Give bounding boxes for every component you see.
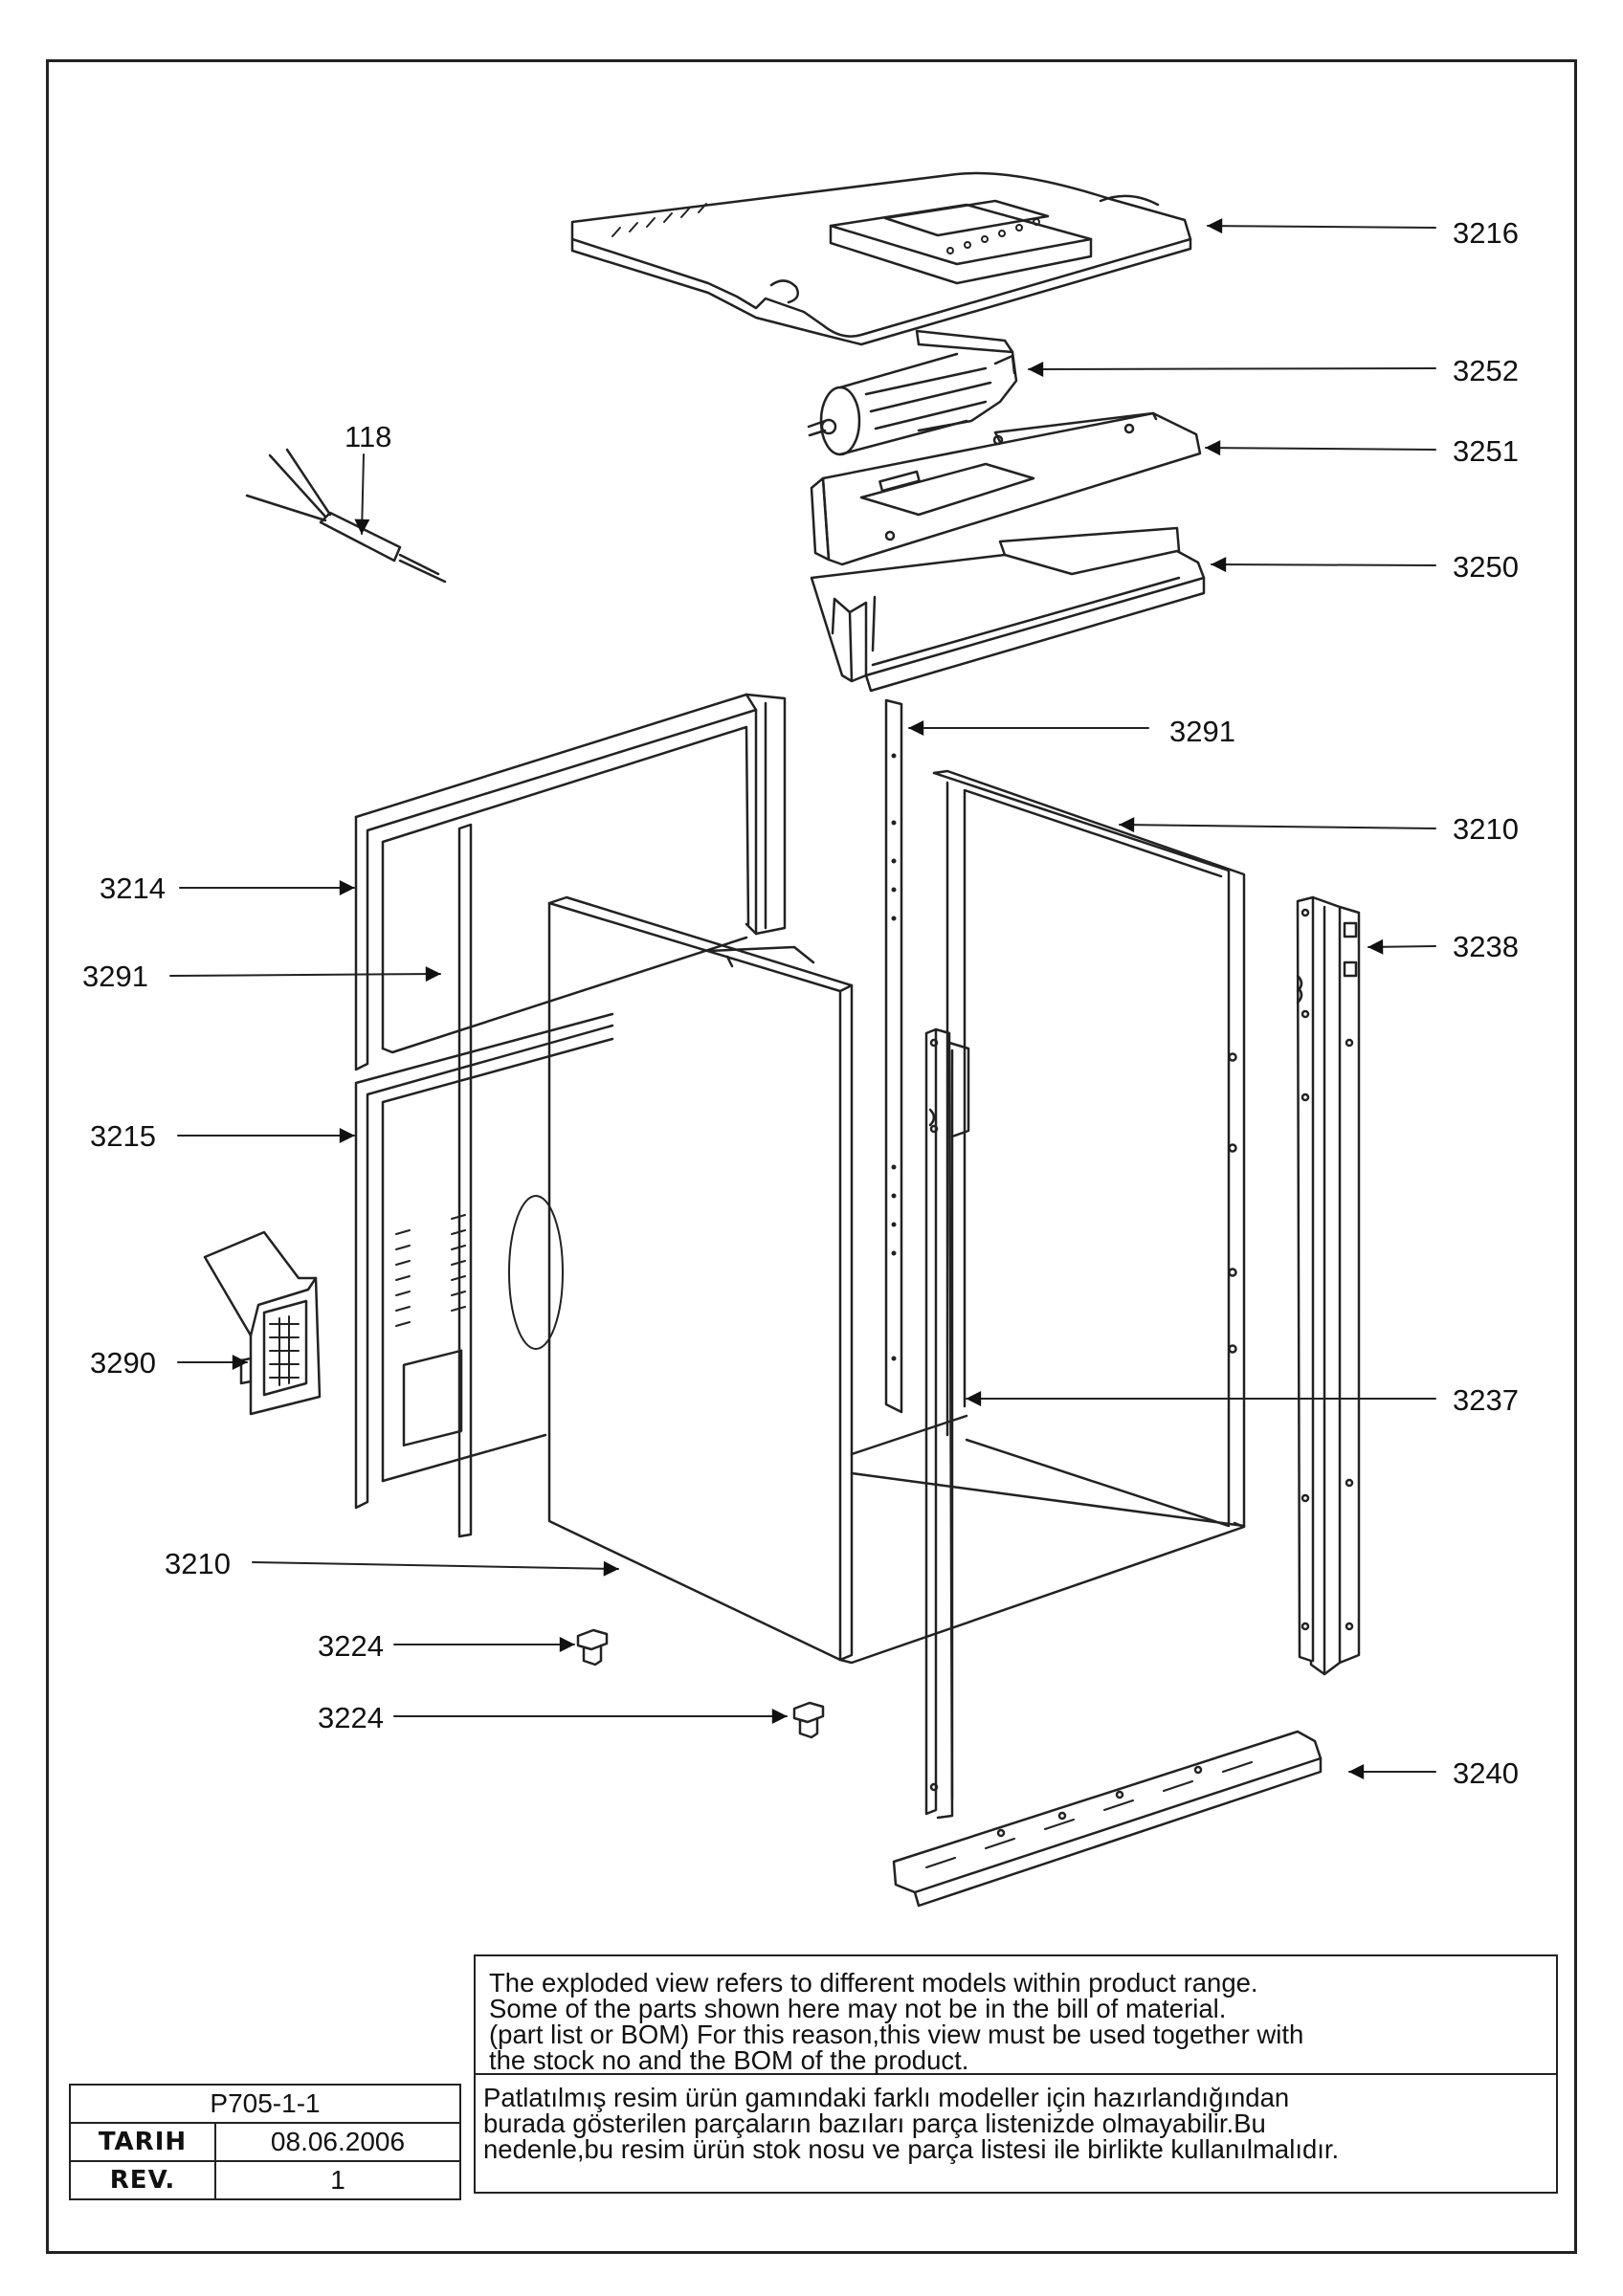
disclaimer-english-line: (part list or BOM) For this reason,this … xyxy=(489,2020,1304,2049)
disclaimer-english-line: the stock no and the BOM of the product. xyxy=(489,2045,969,2075)
leader-118 xyxy=(354,453,370,535)
part-upper-side-panel xyxy=(354,693,787,1071)
part-lower-side-panel xyxy=(354,1012,614,1510)
disclaimer-turkish: Patlatılmış resim ürün gamındaki farklı … xyxy=(476,2075,1556,2196)
callout-3291-lower: 3291 xyxy=(82,960,148,993)
leader-3250 xyxy=(1211,557,1436,573)
part-foot-1 xyxy=(576,1628,609,1667)
part-side-panel-rear xyxy=(850,769,1246,1528)
callout-3290: 3290 xyxy=(90,1346,156,1380)
part-vertical-strip-left xyxy=(457,823,473,1538)
part-foot-2 xyxy=(792,1701,825,1739)
part-terminal-block xyxy=(203,1230,322,1416)
part-vertical-strip-center xyxy=(884,698,903,1414)
part-top-cover xyxy=(570,171,1192,346)
disclaimer-turkish-line: nedenle,bu resim ürün stok nosu ve parça… xyxy=(483,2134,1340,2164)
callout-3214: 3214 xyxy=(100,872,166,905)
drawing-number: P705-1-1 xyxy=(69,2084,461,2124)
callout-3210-lower: 3210 xyxy=(165,1547,231,1580)
callout-3240: 3240 xyxy=(1453,1756,1519,1790)
disclaimer-english: The exploded view refers to different mo… xyxy=(476,1956,1556,2075)
part-bottom-rail xyxy=(892,1730,1323,1908)
callout-3251: 3251 xyxy=(1453,434,1519,468)
part-air-duct xyxy=(810,526,1206,693)
callout-3252: 3252 xyxy=(1453,354,1519,387)
leader-3291-lower xyxy=(169,966,441,982)
part-front-rail xyxy=(924,1027,970,1820)
leader-3252 xyxy=(1028,361,1436,377)
leader-3238 xyxy=(1367,938,1436,955)
callout-3224-first: 3224 xyxy=(318,1629,384,1663)
callout-3210-upper: 3210 xyxy=(1453,812,1519,846)
part-cooling-fan-motor xyxy=(807,329,1018,456)
leader-3216 xyxy=(1207,218,1436,234)
drawing-sheet-border xyxy=(46,59,1577,2254)
callout-3291-upper: 3291 xyxy=(1169,715,1235,748)
disclaimer-turkish-line: burada gösterilen parçaların bazıları pa… xyxy=(483,2108,1266,2138)
disclaimer-english-line: The exploded view refers to different mo… xyxy=(489,1968,1258,1998)
revision-value: 1 xyxy=(214,2160,461,2200)
leader-3210-lower xyxy=(252,1560,619,1577)
date-label: TARIH xyxy=(69,2122,216,2162)
callout-3216: 3216 xyxy=(1453,216,1519,250)
part-fan-bracket xyxy=(810,411,1202,566)
disclaimer-turkish-line: Patlatılmış resim ürün gamındaki farklı … xyxy=(483,2083,1290,2112)
callout-3224-second: 3224 xyxy=(318,1701,384,1734)
part-rear-rail xyxy=(1296,895,1361,1676)
title-block: P705-1-1 TARIH 08.06.2006 REV. 1 xyxy=(69,2084,461,2200)
disclaimer-english-line: Some of the parts shown here may not be … xyxy=(489,1994,1227,2023)
callout-118: 118 xyxy=(345,420,392,453)
disclaimer-box: The exploded view refers to different mo… xyxy=(474,1954,1558,2194)
callout-3215: 3215 xyxy=(90,1119,156,1153)
leader-lines xyxy=(169,218,1436,1779)
revision-label: REV. xyxy=(69,2160,216,2200)
callout-3250: 3250 xyxy=(1453,550,1519,584)
date-value: 08.06.2006 xyxy=(214,2122,461,2162)
part-side-panel-front xyxy=(547,895,1246,1665)
callout-3238: 3238 xyxy=(1453,930,1519,963)
part-cable-harness xyxy=(245,448,447,584)
leader-3210-upper xyxy=(1119,817,1436,833)
leader-3251 xyxy=(1205,440,1436,456)
callout-3237: 3237 xyxy=(1453,1383,1519,1417)
